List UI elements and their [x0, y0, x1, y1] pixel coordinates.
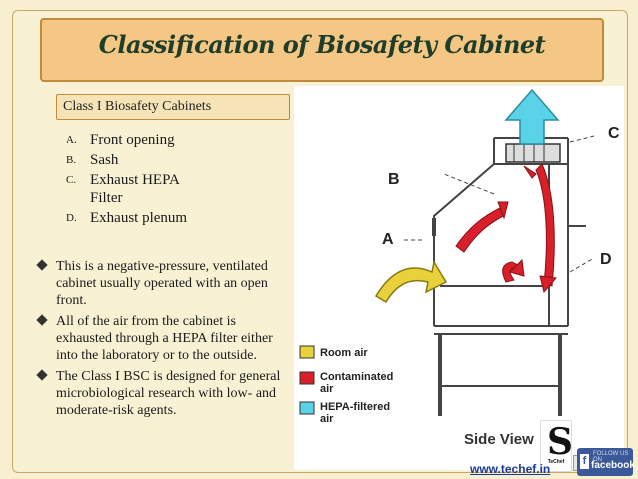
- legend-hepa-2: air: [320, 413, 334, 425]
- label-c: C: [608, 125, 620, 142]
- list-letter: A.: [66, 134, 77, 146]
- legend-swatch-room-air: [299, 345, 315, 359]
- website-link[interactable]: www.techef.in: [470, 462, 551, 476]
- slide-title: Classification of Biosafety Cabinet: [98, 30, 546, 59]
- list-text: Front opening: [90, 132, 175, 148]
- bullet-list: This is a negative-pressure, ventilated …: [36, 258, 288, 423]
- logo-s-icon: S: [547, 421, 573, 463]
- cabinet-outline: [432, 137, 586, 416]
- logo-name: TeChef: [547, 459, 565, 465]
- legend-swatch-hepa: [299, 401, 315, 415]
- hepa-air-arrow-icon: [504, 88, 560, 145]
- label-d: D: [600, 251, 612, 268]
- legend-contaminated-1: Contaminated: [320, 371, 393, 383]
- bullet-point: This is a negative-pressure, ventilated …: [36, 258, 288, 309]
- bullet-point: All of the air from the cabinet is exhau…: [36, 313, 288, 364]
- contaminated-air-arrows-icon: [455, 163, 557, 294]
- fb-name: facebook: [591, 460, 635, 471]
- facebook-follow-button[interactable]: f FOLLOW US ON facebook: [577, 448, 635, 476]
- list-letter: C.: [66, 174, 77, 186]
- fb-follow-text: FOLLOW US ON: [593, 451, 629, 463]
- bullet-point: The Class I BSC is designed for general …: [36, 368, 288, 419]
- slide-subtitle: Class I Biosafety Cabinets: [63, 99, 212, 114]
- list-item: C. Exhaust HEPA Filter: [64, 171, 264, 209]
- bullet-text: All of the air from the cabinet is exhau…: [56, 314, 273, 363]
- title-banner: Classification of Biosafety Cabinet: [40, 18, 604, 82]
- facebook-icon: f: [580, 454, 589, 469]
- parts-list: A. Front opening B. Sash C. Exhaust HEPA…: [64, 131, 264, 229]
- legend-contaminated-2: air: [320, 383, 334, 395]
- side-view-label: Side View: [464, 431, 534, 448]
- techef-logo: S TeChef: [540, 420, 573, 472]
- list-item: A. Front opening: [64, 131, 264, 151]
- label-b: B: [388, 171, 400, 188]
- legend-swatch-contaminated: [299, 371, 315, 385]
- room-air-arrow-icon: [374, 259, 448, 304]
- list-letter: D.: [66, 212, 77, 224]
- subtitle-box: Class I Biosafety Cabinets: [56, 94, 290, 120]
- list-item: B. Sash: [64, 151, 264, 171]
- legend: Room air Contaminated air HEPA-filtered …: [299, 345, 393, 425]
- legend-room-air: Room air: [320, 347, 368, 359]
- bullet-text: This is a negative-pressure, ventilated …: [56, 259, 268, 308]
- bullet-text: The Class I BSC is designed for general …: [56, 369, 281, 418]
- list-letter: B.: [66, 154, 77, 166]
- list-text: Sash: [90, 152, 119, 168]
- biosafety-cabinet-diagram: A B C D Room air Contaminated air HEPA-f…: [294, 86, 624, 470]
- list-text: Exhaust HEPA Filter: [90, 172, 180, 206]
- label-a: A: [382, 231, 394, 248]
- legend-hepa-1: HEPA-filtered: [320, 401, 390, 413]
- list-text: Exhaust plenum: [90, 210, 188, 226]
- list-item: D. Exhaust plenum: [64, 209, 264, 229]
- hepa-filter: [505, 143, 561, 163]
